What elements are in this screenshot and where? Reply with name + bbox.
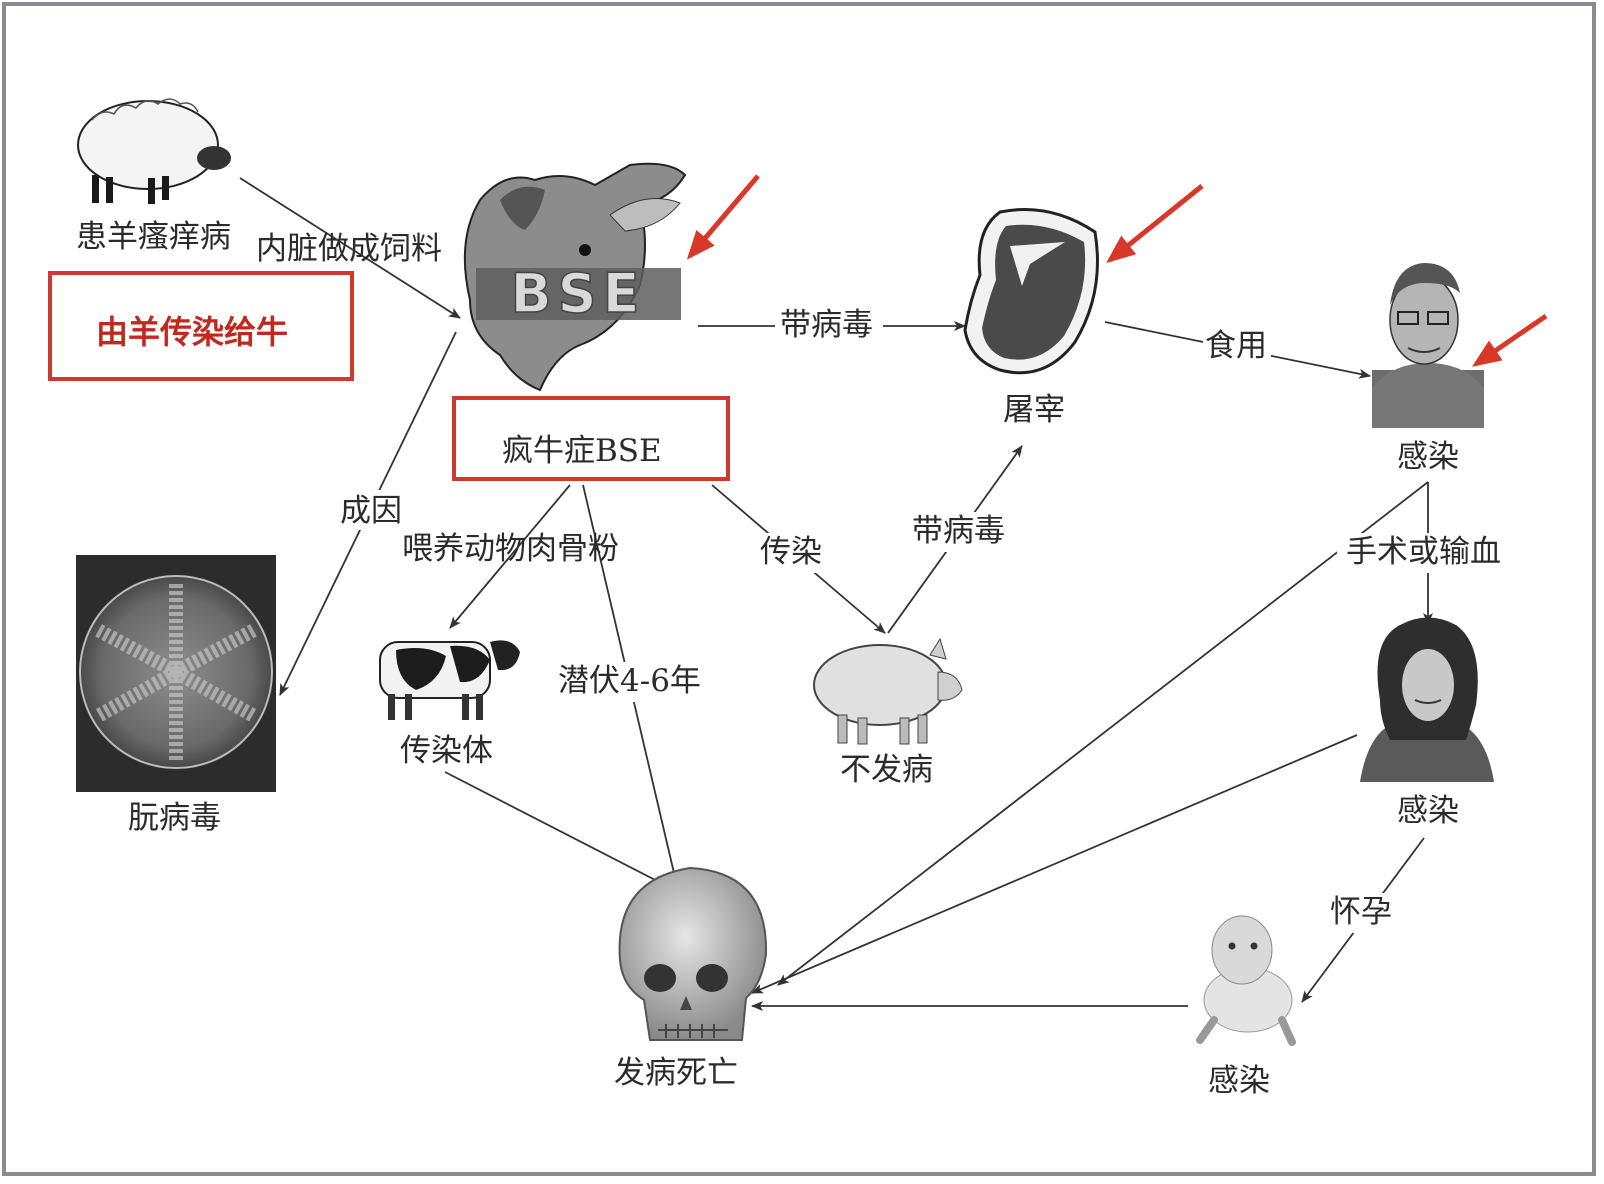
red-arrow-meat (1110, 186, 1202, 260)
carrier-cow-icon (380, 640, 520, 720)
label-prion: 朊病毒 (128, 803, 221, 834)
red-arrow-cow (690, 176, 758, 256)
skull-icon (620, 868, 766, 1040)
meat-icon (965, 210, 1098, 373)
label-infected-baby: 感染 (1208, 1066, 1270, 1097)
connectors (240, 178, 1428, 1006)
label-incubation: 潜伏4-6年 (558, 666, 701, 697)
prion-petri-dish-icon (76, 555, 276, 792)
label-surgery: 手术或输血 (1346, 537, 1501, 568)
pig-icon (814, 639, 962, 744)
label-pregnancy: 怀孕 (1330, 897, 1392, 928)
label-virus-1: 带病毒 (780, 310, 873, 341)
sheep-icon (78, 99, 231, 204)
label-infected-man: 感染 (1397, 442, 1459, 473)
label-slaughter: 屠宰 (1003, 395, 1065, 426)
label-transmit: 传染 (760, 537, 822, 568)
label-infected-woman: 感染 (1397, 796, 1459, 827)
label-eat: 食用 (1205, 331, 1267, 362)
label-feed: 内脏做成饲料 (256, 234, 442, 265)
label-sheep: 患羊瘙痒病 (76, 222, 231, 253)
baby-icon (1200, 916, 1292, 1042)
arrow-carrier-to-death (445, 772, 665, 885)
man-icon (1372, 263, 1484, 428)
red-arrow-man (1476, 316, 1546, 364)
bse-cow-head-icon: BSE (465, 164, 685, 390)
bse-logo-text: BSE (511, 262, 646, 325)
label-bse: 疯牛症BSE (502, 436, 662, 467)
woman-icon (1360, 618, 1494, 783)
label-virus-2: 带病毒 (912, 516, 1005, 547)
label-cause: 成因 (340, 496, 402, 527)
label-carrier: 传染体 (400, 736, 493, 767)
callout-text: 由羊传染给牛 (96, 307, 288, 353)
label-death: 发病死亡 (614, 1058, 738, 1089)
label-no-disease: 不发病 (840, 755, 933, 786)
label-feeding: 喂养动物肉骨粉 (402, 534, 619, 565)
